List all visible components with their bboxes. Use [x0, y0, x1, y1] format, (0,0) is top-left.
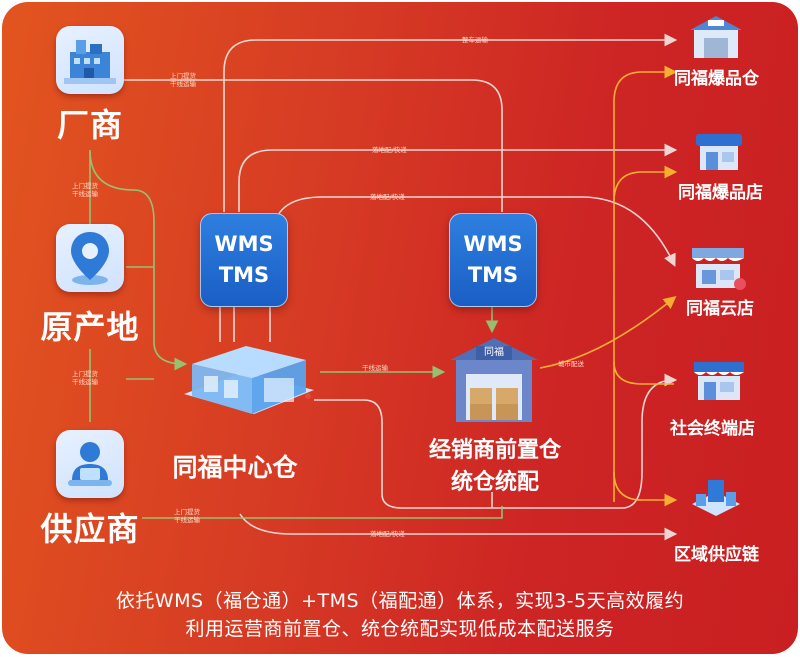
footer-line-1: 依托WMS（福仓通）+TMS（福配通）体系，实现3-5天高效履约 [115, 590, 685, 612]
route-label-local-2: 落地配/快递 [370, 193, 405, 201]
footer-line-2: 利用运营商前置仓、统仓统配实现低成本配送服务 [185, 618, 615, 640]
route-local-2 [276, 196, 676, 267]
wms-tms-system-left: WMS TMS [200, 213, 288, 307]
route-label-full-truck: 整车运输 [462, 36, 488, 44]
route-city [539, 295, 677, 369]
destination-label-4: 社会终端店 [670, 419, 755, 439]
shop-icon [690, 354, 748, 406]
route-yellow-trunk [613, 65, 678, 502]
distributor-label-line2: 统仓统配 [450, 470, 539, 495]
wms-tms-system-right: WMS TMS [449, 213, 537, 307]
route-pickup-manufacturer [124, 79, 503, 212]
location-pin-icon [56, 224, 124, 292]
store-icon [692, 126, 746, 176]
central-warehouse-icon [174, 334, 324, 434]
route-label-pickup-4: 上门提货 干线运输 [174, 508, 200, 524]
route-local-3 [239, 513, 678, 541]
distributor-warehouse-icon: 同福 [446, 334, 542, 426]
destination-label-1: 同福爆品仓 [674, 69, 759, 89]
route-yellow-store [613, 165, 678, 203]
sign-glyphs: 同福 [484, 347, 504, 358]
tms-label: TMS [218, 263, 270, 287]
route-label-city: 城市配送 [558, 360, 584, 368]
distributor-label-line1: 经销商前置仓 [428, 438, 561, 463]
supply-chain-icon [686, 472, 746, 526]
route-label-local-3: 落地配/快递 [370, 530, 405, 538]
route-local-1 [238, 143, 678, 212]
destination-label-5: 区域供应链 [674, 545, 759, 565]
supplier-person-icon [56, 430, 124, 498]
route-label-pickup-2: 上门提货 干线运输 [72, 182, 98, 198]
supplier-label: 供应商 [40, 510, 140, 548]
route-supplier-line [142, 506, 503, 519]
route-yellow-chain [613, 471, 678, 507]
central-warehouse-label: 同福中心仓 [172, 453, 298, 482]
cloud-shop-icon [686, 242, 750, 296]
route-yellow-terminal [613, 361, 674, 385]
route-center-to-terminal [314, 373, 678, 509]
route-label-local-1: 落地配/快递 [372, 146, 407, 154]
tms-label: TMS [467, 263, 519, 287]
destination-label-3: 同福云店 [686, 299, 754, 319]
wms-label: WMS [214, 232, 274, 256]
route-label-pickup-1: 上门提货 干线运输 [170, 72, 196, 88]
route-full-truck [223, 33, 678, 212]
warehouse-icon [688, 14, 744, 64]
route-manufacturer-center [89, 149, 188, 371]
route-label-pickup-3: 上门提货 干线运输 [72, 370, 98, 386]
destination-label-2: 同福爆品店 [678, 183, 763, 203]
route-label-trunk: 干线运输 [362, 364, 388, 372]
manufacturer-label: 厂商 [56, 106, 123, 144]
wms-label: WMS [463, 232, 523, 256]
factory-icon [56, 26, 124, 94]
origin-label: 原产地 [40, 308, 140, 346]
